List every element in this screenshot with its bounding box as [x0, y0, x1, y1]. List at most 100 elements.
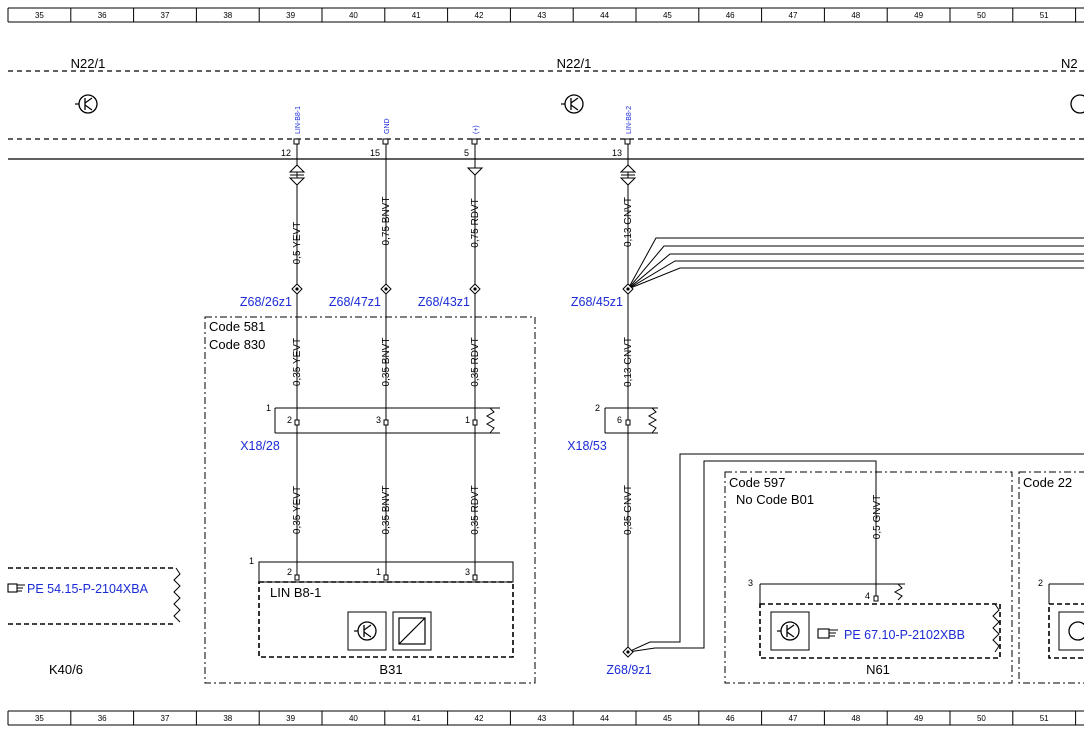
- ruler-cell: 46: [726, 714, 735, 723]
- ruler-cell: 48: [851, 714, 860, 723]
- wire-labels-lower: 0,35 YEVT 0,35 BNVT 0,35 RDVT 0,35 GNVT …: [292, 485, 883, 539]
- module-label-n22-1-left: N22/1: [71, 56, 106, 71]
- ruler-cell: 38: [223, 11, 232, 20]
- reference-link[interactable]: PE 67.10-P-2102XBB: [844, 628, 965, 642]
- connector-name: (+): [473, 125, 480, 134]
- control-unit-icon: [561, 94, 584, 114]
- code-box-22-partial: Code 22 2: [1018, 471, 1084, 684]
- wire-label: 0,35 BNVT: [381, 338, 392, 387]
- wire-label: 0,35 RDVT: [470, 485, 481, 534]
- connector-number: 3: [748, 578, 753, 588]
- splices-upper: Z68/26z1 Z68/47z1 Z68/43z1 Z68/45z1: [240, 283, 634, 309]
- component-lin-label: LIN B8-1: [270, 585, 321, 600]
- ruler-cell: 49: [914, 714, 923, 723]
- component-label: N61: [866, 662, 890, 677]
- wire-label: 0,35 BNVT: [381, 486, 392, 535]
- connector-number: 2: [595, 403, 600, 413]
- ruler-cell: 44: [600, 11, 609, 20]
- ruler-cell: 39: [286, 714, 295, 723]
- ruler-cell: 35: [35, 714, 44, 723]
- pin-number: 1: [376, 567, 381, 577]
- sensor-icon: [392, 611, 432, 651]
- ruler-cell: 47: [789, 11, 798, 20]
- ruler-cell: 40: [349, 11, 358, 20]
- pin-number: 15: [370, 148, 380, 158]
- reference-link[interactable]: PE 54.15-P-2104XBA: [27, 582, 149, 596]
- component-label: K40/6: [49, 662, 83, 677]
- code-label: Code 581: [209, 319, 265, 334]
- ruler-cell: 39: [286, 11, 295, 20]
- connector-label[interactable]: X18/28: [240, 439, 280, 453]
- pin-number: 4: [865, 591, 870, 601]
- connector-number: 1: [266, 403, 271, 413]
- splice-label[interactable]: Z68/43z1: [418, 295, 470, 309]
- ruler-cell: 45: [663, 11, 672, 20]
- connector-label[interactable]: X18/53: [567, 439, 607, 453]
- ruler-cell: 46: [726, 11, 735, 20]
- pin-number: 1: [465, 415, 470, 425]
- control-unit-icon: [770, 611, 810, 651]
- ruler-cell: 37: [161, 11, 170, 20]
- code-label: Code 22: [1023, 475, 1072, 490]
- code-box-597: Code 597 No Code B01: [724, 471, 1013, 684]
- wire-label: 0,35 YEVT: [292, 338, 303, 386]
- connector-name: LIN-B8-1: [295, 106, 302, 134]
- ruler-cell: 37: [161, 714, 170, 723]
- splice-label[interactable]: Z68/45z1: [571, 295, 623, 309]
- wire-label: 0,5 GNVT: [872, 495, 883, 539]
- splice-label[interactable]: Z68/9z1: [606, 663, 651, 677]
- wire-labels-mid: 0,35 YEVT 0,35 BNVT 0,35 RDVT 0,13 GNVT: [292, 337, 634, 387]
- connector-symbols: [288, 164, 637, 186]
- ruler-cell: 51: [1040, 11, 1049, 20]
- pin-number: 3: [376, 415, 381, 425]
- splice-label[interactable]: Z68/26z1: [240, 295, 292, 309]
- splice-label[interactable]: Z68/47z1: [329, 295, 381, 309]
- wire-label: 0,35 YEVT: [292, 486, 303, 534]
- module-label-n2-cut: N2: [1061, 56, 1078, 71]
- code-label: Code 830: [209, 337, 265, 352]
- ruler-cell: 50: [977, 11, 986, 20]
- ruler-cell: 44: [600, 714, 609, 723]
- ruler-cell: 50: [977, 714, 986, 723]
- wire-label: 0,35 RDVT: [470, 337, 481, 386]
- pin-number: 5: [464, 148, 469, 158]
- ruler-cell: 43: [537, 714, 546, 723]
- control-unit-icon: [75, 94, 98, 114]
- module-n22-1: N22/1 N22/1 N2: [8, 56, 1084, 160]
- pin-number: 3: [465, 567, 470, 577]
- ruler-cell: 42: [475, 714, 484, 723]
- wire-label: 0,35 GNVT: [623, 485, 634, 535]
- pin-number: 13: [612, 148, 622, 158]
- ruler-cell: 42: [475, 11, 484, 20]
- wire-label: 0,13 GNVT: [623, 337, 634, 387]
- ruler-cell: 43: [537, 11, 546, 20]
- ruler-cell: 35: [35, 11, 44, 20]
- ruler-cell: 47: [789, 714, 798, 723]
- module-label-n22-1-mid: N22/1: [557, 56, 592, 71]
- pin-number: 2: [287, 567, 292, 577]
- wires: [296, 144, 1084, 653]
- hand-pointer-icon: [817, 628, 838, 639]
- wire-label: 0,5 YEVT: [292, 222, 303, 265]
- ruler-cell: 51: [1040, 714, 1049, 723]
- connector-name: LIN-B8-2: [626, 106, 633, 134]
- connector-x18-28: 1 2 3 1 X18/28: [240, 403, 500, 453]
- pin-number: 2: [287, 415, 292, 425]
- code-box-581: Code 581 Code 830: [204, 316, 536, 684]
- splice-z68-9z1: Z68/9z1: [606, 646, 652, 677]
- connector-x18-53: 2 6 X18/53: [567, 403, 658, 453]
- ruler-cell: 45: [663, 714, 672, 723]
- code-label: Code 597: [729, 475, 785, 490]
- control-unit-icon: [1070, 94, 1084, 114]
- control-unit-icon: [347, 611, 387, 651]
- wire-label: 0,75 RDVT: [470, 198, 481, 247]
- wire-label: 0,13 GNVT: [623, 197, 634, 247]
- component-n61: 3 4 PE 67.10-P-2102XBB N61: [748, 578, 1001, 677]
- pin-number: 12: [281, 148, 291, 158]
- ruler-cell: 36: [98, 714, 107, 723]
- pin-number: 6: [617, 415, 622, 425]
- connector-number: 1: [249, 556, 254, 566]
